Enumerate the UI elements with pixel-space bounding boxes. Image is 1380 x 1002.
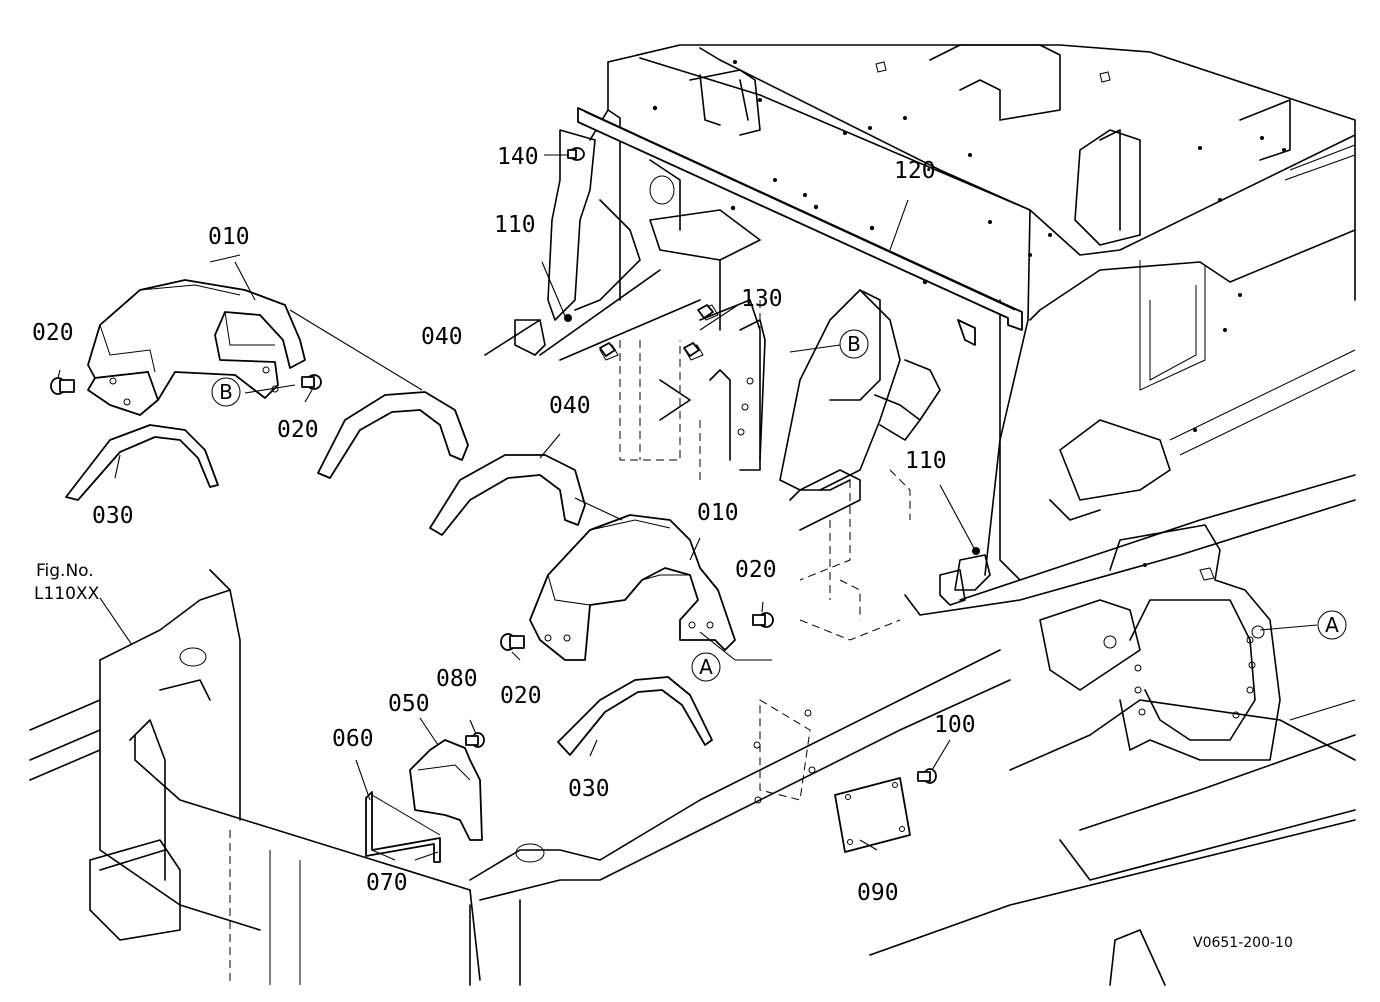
callout-110-right: 110 bbox=[905, 448, 947, 474]
right-bolts-020 bbox=[500, 612, 774, 651]
frame-linework bbox=[29, 44, 1356, 986]
left-fender-010 bbox=[87, 279, 306, 416]
callout-120: 120 bbox=[894, 158, 936, 184]
part-060-seal bbox=[365, 791, 441, 863]
callout-020-right-inner: 020 bbox=[500, 683, 542, 709]
right-fender-030 bbox=[557, 676, 713, 756]
part-130-plates bbox=[599, 304, 714, 357]
ref-b-right-circle bbox=[839, 329, 869, 359]
callouts: 010 020 020 030 040 040 010 020 020 030 … bbox=[32, 144, 976, 906]
part-120-bar bbox=[577, 105, 1023, 346]
callout-010-right: 010 bbox=[697, 500, 739, 526]
callout-030-right: 030 bbox=[568, 776, 610, 802]
callout-020-right-outer: 020 bbox=[735, 557, 777, 583]
callout-060: 060 bbox=[332, 726, 374, 752]
part-090-plate bbox=[834, 777, 911, 853]
ref-b-left: B bbox=[219, 380, 233, 404]
callout-040-upper: 040 bbox=[421, 324, 463, 350]
callout-110-left: 110 bbox=[494, 212, 536, 238]
callout-130: 130 bbox=[741, 286, 783, 312]
callout-080: 080 bbox=[436, 666, 478, 692]
right-fender-010 bbox=[529, 514, 736, 661]
drawing-code: V0651-200-10 bbox=[1193, 935, 1293, 951]
callout-090: 090 bbox=[857, 880, 899, 906]
left-bolts-020 bbox=[50, 374, 322, 395]
leader-lines bbox=[57, 154, 1318, 861]
callout-070: 070 bbox=[366, 870, 408, 896]
fender-040-a bbox=[317, 391, 469, 479]
callout-100: 100 bbox=[934, 712, 976, 738]
ref-a-left: A bbox=[699, 655, 713, 679]
part-140-bolt bbox=[567, 147, 585, 161]
figure-label: Fig.No. bbox=[36, 561, 94, 581]
callout-010-left: 010 bbox=[208, 224, 250, 250]
part-100-bolt bbox=[917, 768, 937, 784]
part-080-bolt bbox=[465, 732, 485, 748]
reference-markers: B B A A bbox=[211, 329, 1347, 682]
frame-holes bbox=[733, 60, 1286, 567]
callout-050: 050 bbox=[388, 691, 430, 717]
fender-040-b bbox=[429, 454, 586, 536]
left-fender-030 bbox=[65, 424, 219, 501]
ref-a-right-circle bbox=[1317, 610, 1347, 640]
ref-b-right: B bbox=[847, 332, 861, 356]
part-050-cover bbox=[409, 739, 483, 841]
callout-040-lower: 040 bbox=[549, 393, 591, 419]
figure-number: L110XX bbox=[34, 584, 100, 604]
callout-030-left: 030 bbox=[92, 503, 134, 529]
callout-020-left-inner: 020 bbox=[277, 417, 319, 443]
ref-b-left-circle bbox=[211, 377, 241, 407]
callout-020-left-outer: 020 bbox=[32, 320, 74, 346]
callout-140: 140 bbox=[497, 144, 539, 170]
ref-a-right: A bbox=[1325, 613, 1339, 637]
ref-a-left-circle bbox=[691, 652, 721, 682]
